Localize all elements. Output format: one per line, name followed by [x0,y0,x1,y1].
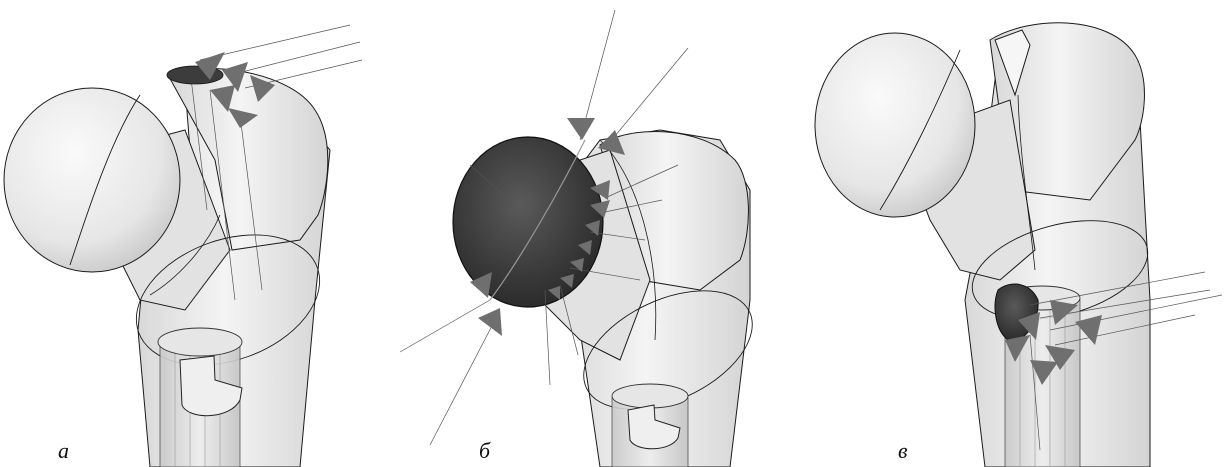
implant-cap [612,384,688,408]
panel-c: в [815,23,1222,467]
force-arrow-icon [478,308,502,336]
panel-label-b: б [479,438,491,463]
implant-cap [158,328,242,356]
panel-label-c: в [898,438,908,463]
femoral-head [4,88,180,272]
force-arrow-icon [567,118,595,140]
panel-a: а [4,25,362,467]
panel-b: б [400,10,771,467]
femoral-head [815,33,975,217]
panel-label-a: а [58,438,69,463]
